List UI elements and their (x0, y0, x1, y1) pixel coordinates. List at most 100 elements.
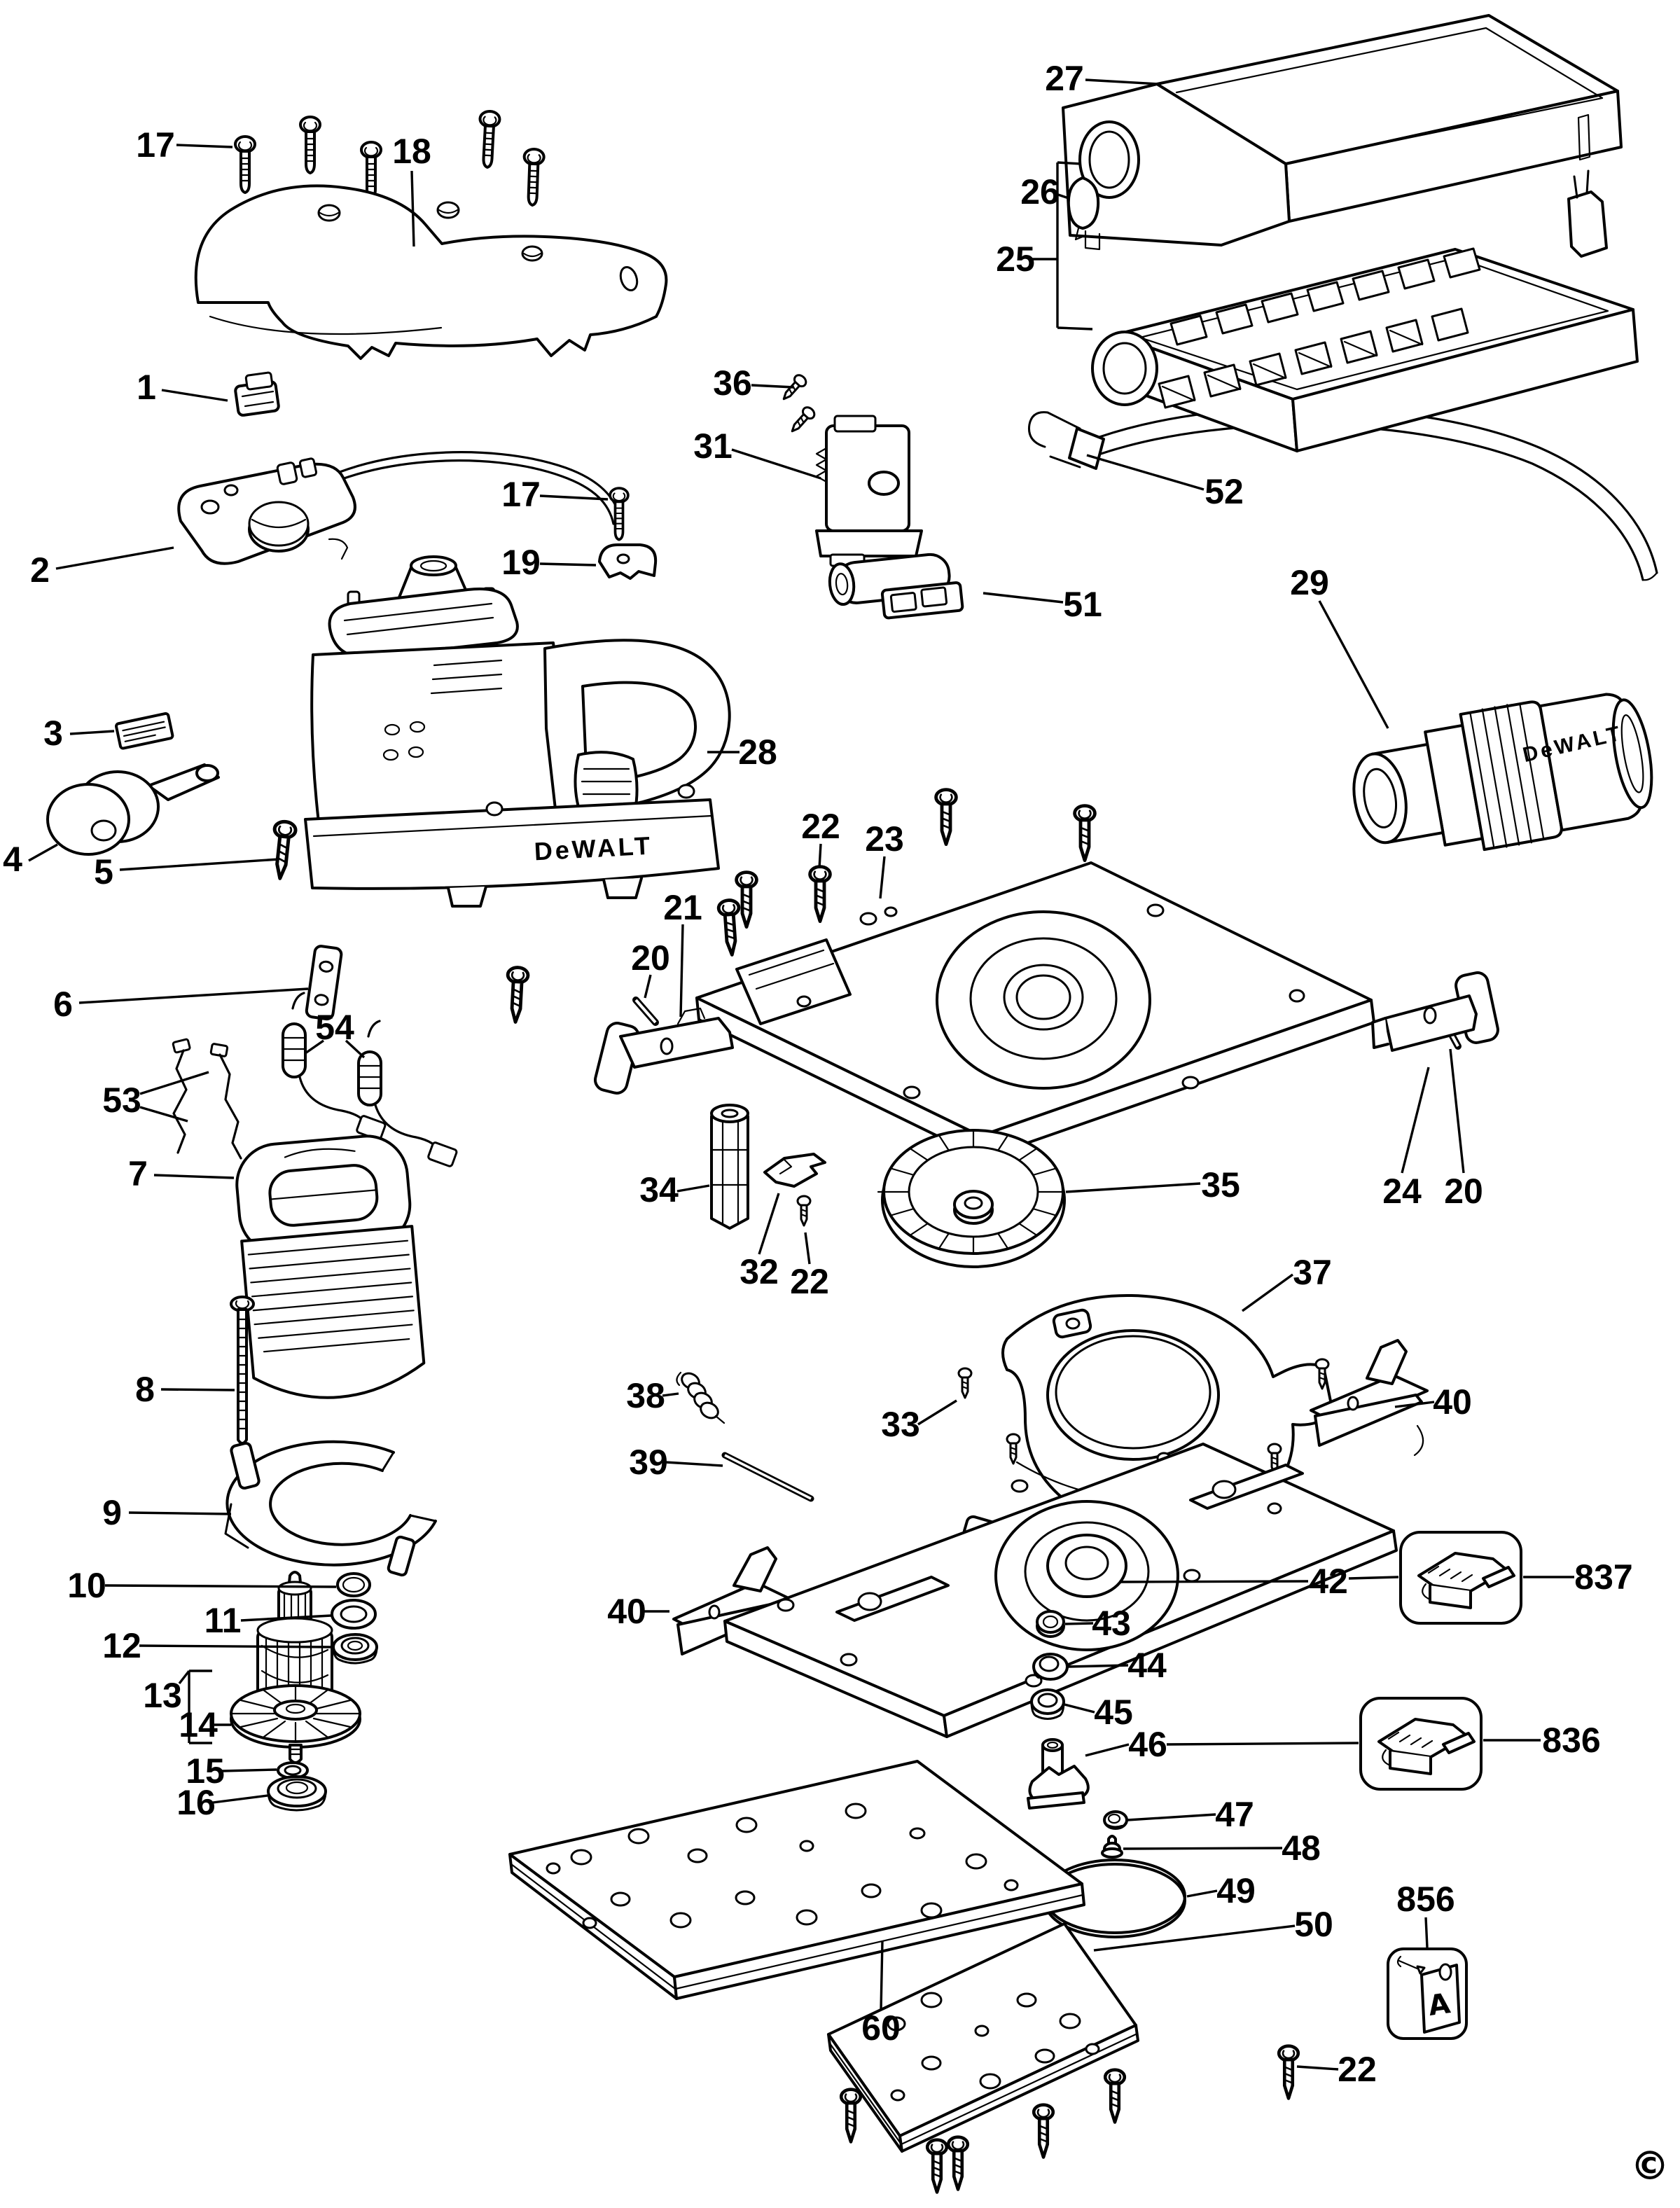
washer-47 (1103, 1810, 1128, 1830)
leader-line-23 (879, 856, 886, 899)
pin-39 (721, 1452, 814, 1502)
callout-3: 3 (43, 714, 63, 753)
callout-9: 9 (102, 1493, 122, 1532)
field-7 (235, 1134, 426, 1399)
leader-line-42 (1120, 1580, 1309, 1583)
callout-2: 2 (30, 550, 50, 590)
callout-29: 29 (1290, 563, 1329, 602)
pad-60 (508, 1760, 1085, 2000)
callout-51: 51 (1063, 585, 1102, 624)
leader-line-46 (1166, 1742, 1359, 1746)
callout-35: 35 (1201, 1165, 1240, 1204)
roller-knob-4 (46, 763, 220, 856)
callout-836: 836 (1542, 1721, 1600, 1760)
leader-line-17 (539, 494, 609, 501)
leader-line-54 (305, 1039, 324, 1055)
leader-line-45 (1064, 1703, 1095, 1714)
leader-line-2 (55, 546, 174, 570)
bearing-12 (332, 1633, 378, 1665)
callout-17: 17 (136, 125, 175, 165)
callout-38: 38 (626, 1376, 665, 1415)
callout-12: 12 (102, 1626, 141, 1665)
callout-18: 18 (392, 132, 431, 171)
callout-1: 1 (137, 368, 156, 407)
dust-frame-25 (1091, 169, 1639, 452)
pin-20-left (632, 997, 659, 1026)
leader-line-38 (662, 1392, 679, 1397)
leader-line-13 (178, 1669, 190, 1685)
callout-856: 856 (1396, 1880, 1455, 1919)
callout-54: 54 (315, 1008, 354, 1047)
leader-line-27 (1085, 78, 1160, 85)
leader-line-17 (176, 144, 233, 148)
callout-44: 44 (1127, 1646, 1167, 1685)
leader-line-44 (1067, 1664, 1129, 1668)
filter-26 (1067, 176, 1100, 241)
leader-line-5 (119, 858, 279, 871)
dust-box-27 (1062, 14, 1623, 251)
callout-46: 46 (1128, 1725, 1167, 1764)
leader-line-46 (1085, 1743, 1130, 1757)
leader-line-25 (1057, 161, 1082, 165)
fan-35 (877, 1129, 1066, 1268)
lever-24 (1371, 971, 1499, 1052)
callout-8: 8 (135, 1370, 155, 1409)
inset-box-836 (1359, 1697, 1483, 1791)
leader-line-16 (212, 1794, 268, 1804)
o-ring-10 (336, 1572, 371, 1597)
leader-line-8 (160, 1388, 235, 1391)
callout-20: 20 (1444, 1172, 1483, 1211)
leader-line-6 (78, 987, 309, 1004)
callout-60: 60 (861, 2008, 901, 2048)
screw-48 (1101, 1835, 1123, 1859)
leader-line-35 (1065, 1182, 1201, 1193)
leader-line-9 (128, 1511, 232, 1515)
callout-48: 48 (1282, 1828, 1321, 1868)
callout-17: 17 (501, 475, 541, 514)
leader-line-29 (1318, 600, 1389, 729)
leader-line-856 (1424, 1917, 1429, 1948)
leader-line-42 (1348, 1576, 1399, 1580)
callout-36: 36 (713, 363, 752, 403)
leader-line-24 (1401, 1067, 1430, 1174)
ring-43 (1036, 1610, 1065, 1638)
leader-line-53 (139, 1106, 188, 1123)
callout-27: 27 (1045, 59, 1084, 98)
leader-line-12 (139, 1644, 333, 1648)
copyright-mark: © (1630, 2144, 1669, 2189)
callout-10: 10 (67, 1566, 106, 1605)
bearing-45 (1030, 1688, 1065, 1720)
callout-28: 28 (738, 732, 777, 772)
top-cover-18 (194, 184, 668, 360)
callout-21: 21 (663, 888, 702, 927)
lever-21 (594, 1007, 734, 1095)
leader-line-47 (1127, 1813, 1216, 1821)
leader-line-15 (221, 1768, 277, 1772)
clip-32 (763, 1153, 826, 1188)
leader-line-43 (1064, 1622, 1094, 1625)
leader-line-31 (731, 448, 821, 480)
callout-837: 837 (1574, 1557, 1632, 1597)
callout-13: 13 (143, 1676, 182, 1715)
callout-14: 14 (179, 1705, 218, 1744)
screw-5 (270, 821, 296, 880)
leader-line-25 (1057, 326, 1093, 331)
callout-49: 49 (1216, 1871, 1256, 1910)
leader-line-36 (751, 384, 794, 389)
cord-clip-1 (234, 371, 280, 417)
leader-line-22 (804, 1232, 811, 1265)
leader-line-3 (69, 730, 115, 735)
callout-25: 25 (996, 239, 1035, 279)
cord-clamp-19 (598, 543, 658, 580)
callout-50: 50 (1294, 1905, 1333, 1944)
leader-line-51 (983, 592, 1064, 604)
leader-line-10 (104, 1584, 337, 1588)
callout-22: 22 (790, 1262, 829, 1301)
callout-24: 24 (1382, 1172, 1422, 1211)
platen-50 (827, 1922, 1139, 2153)
paper-clamp-40-right (1310, 1339, 1429, 1457)
brush-springs-53 (172, 1038, 242, 1160)
callout-22: 22 (801, 807, 840, 846)
